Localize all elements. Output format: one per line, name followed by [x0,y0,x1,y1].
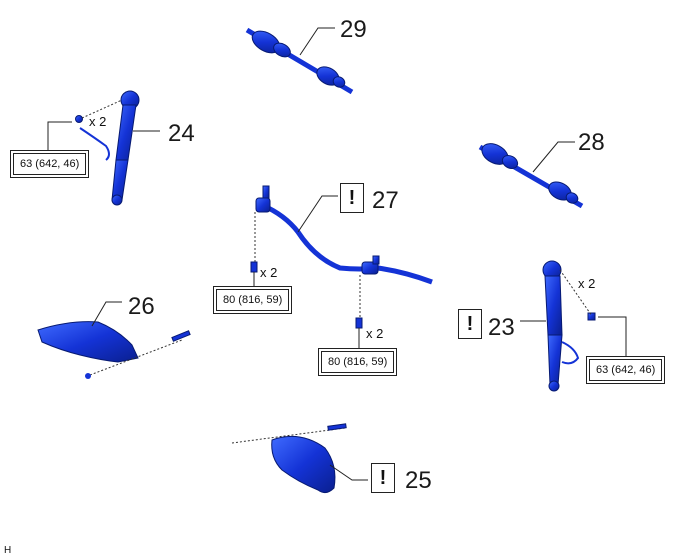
quantity-label-24: x 2 [89,114,107,129]
quantity-label-stabilizer-left: x 2 [260,265,278,280]
part-number-25: 25 [405,467,432,494]
torque-spec-stabilizer-right: 80 (816, 59) [318,348,398,376]
illustration-code: H [4,545,12,556]
torque-spec-stabilizer-left: 80 (816, 59) [213,286,293,314]
stabilizer-bar-27 [255,185,433,285]
torque-spec-24: 63 (642, 46) [10,150,90,178]
torque-spec-23: 63 (642, 46) [586,356,666,384]
part-number-23: 23 [488,314,515,341]
part-number-27: 27 [372,187,399,214]
drive-shaft-28 [478,143,584,209]
part-number-24: 24 [168,120,195,147]
arm-25 [271,435,336,494]
drive-shaft-29 [245,27,354,95]
part-number-26: 26 [128,293,155,320]
quantity-label-stabilizer-right: x 2 [366,326,384,341]
quantity-label-23: x 2 [578,276,596,291]
caution-marker-23: ! [458,309,482,339]
shock-absorber-24 [75,90,140,206]
lower-arm-26 [37,321,139,363]
caution-marker-25: ! [371,463,395,493]
shock-absorber-23 [542,260,596,392]
caution-marker-27: ! [340,183,364,213]
part-number-29: 29 [340,16,367,43]
part-number-28: 28 [578,129,605,156]
